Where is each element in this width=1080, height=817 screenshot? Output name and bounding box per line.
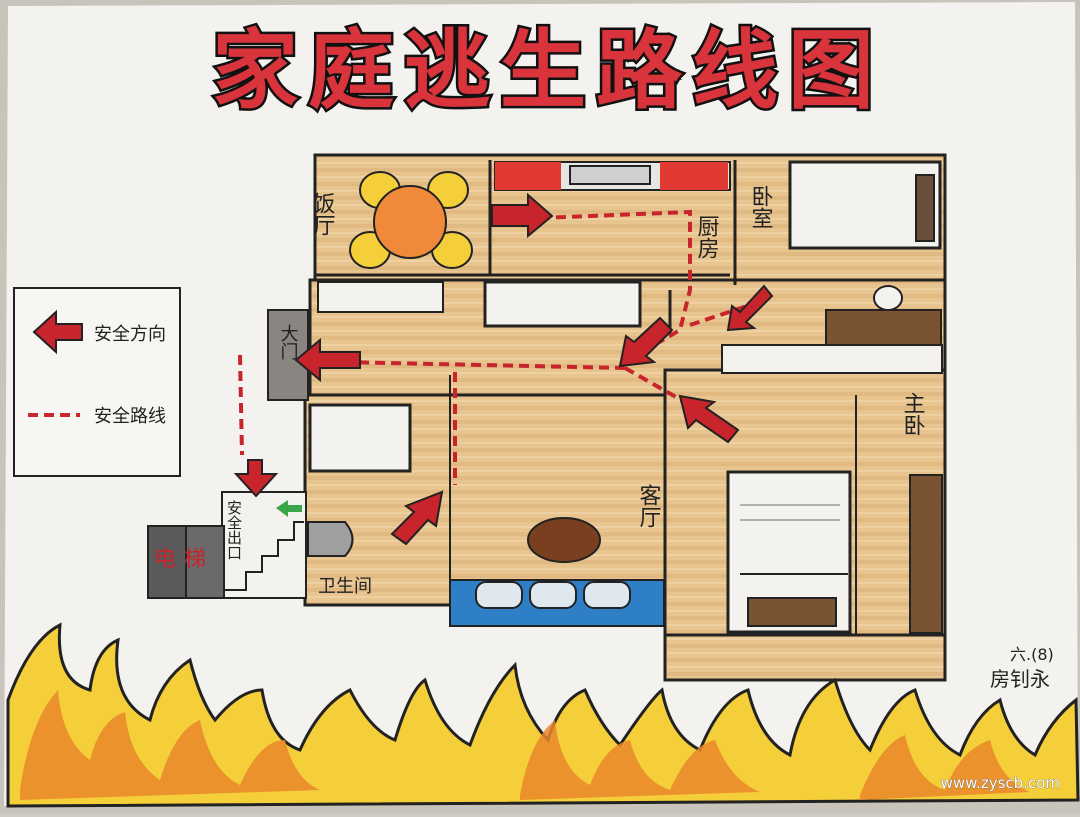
master-bed: [726, 470, 852, 634]
label-kitchen: 厨房: [694, 215, 720, 259]
label-main-door: 大门: [278, 324, 299, 361]
arrow-center: [618, 316, 674, 368]
arrow-living-room: [390, 490, 444, 546]
label-bathroom: 卫生间: [318, 576, 372, 597]
sofa: [449, 579, 665, 627]
flames-border: [6, 622, 1080, 808]
arrow-exit: [233, 459, 279, 498]
watermark: www.zyscb.com: [941, 774, 1060, 792]
safe-direction-arrow-icon: [32, 309, 83, 355]
coffee-table: [527, 517, 601, 563]
exit-sign-arrow-icon: [276, 500, 302, 517]
poster-title: 家庭逃生路线图: [212, 20, 884, 121]
legend-box: 安全方向 安全路线: [13, 287, 181, 477]
label-elevator: 电梯: [154, 547, 214, 572]
signature-name: 房钊永: [990, 667, 1050, 691]
label-master-bedroom: 主卧: [900, 392, 925, 436]
dining-table: [349, 171, 473, 269]
floor-plan: [147, 153, 947, 682]
room-labels: 饭厅 厨房 卧室 大门 主卧 客厅 卫生间 安全出口 电梯: [154, 185, 925, 597]
label-living-room: 客厅: [636, 484, 662, 528]
signature-class: 六.(8): [1010, 645, 1054, 664]
label-dining: 饭厅: [310, 192, 336, 236]
escape-arrows: [233, 192, 774, 546]
arrow-master-bedroom: [678, 394, 740, 444]
label-bedroom: 卧室: [748, 185, 773, 229]
legend-direction-label: 安全方向: [94, 324, 166, 345]
arrow-kitchen: [491, 192, 554, 239]
arrow-bedroom: [726, 284, 774, 332]
wardrobe: [909, 474, 943, 634]
arrow-main-door: [294, 337, 361, 383]
legend-route-label: 安全路线: [94, 406, 166, 427]
elevator-block: [147, 525, 225, 599]
label-safe-exit: 安全出口: [225, 500, 243, 560]
